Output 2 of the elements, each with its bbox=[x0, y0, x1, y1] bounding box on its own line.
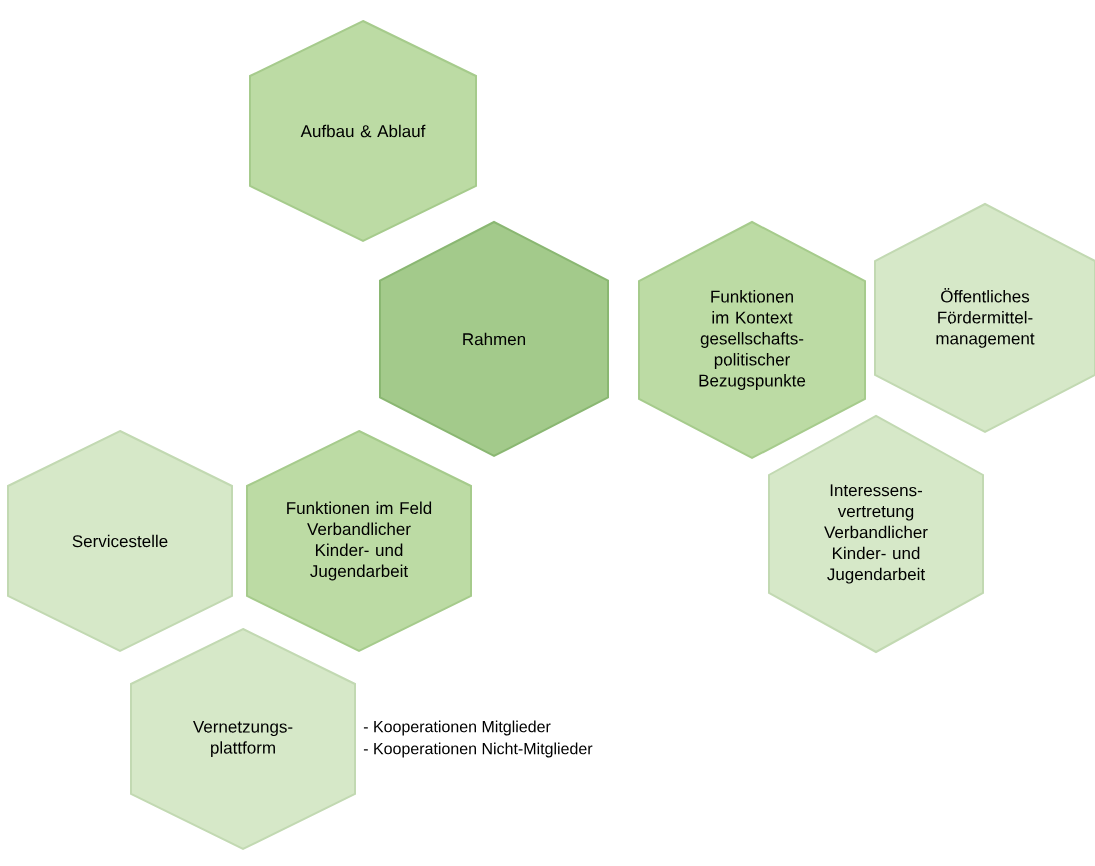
side-note: - Kooperationen Nicht-Mitglieder bbox=[363, 742, 593, 758]
side-note: - Kooperationen Mitglieder bbox=[363, 720, 551, 736]
